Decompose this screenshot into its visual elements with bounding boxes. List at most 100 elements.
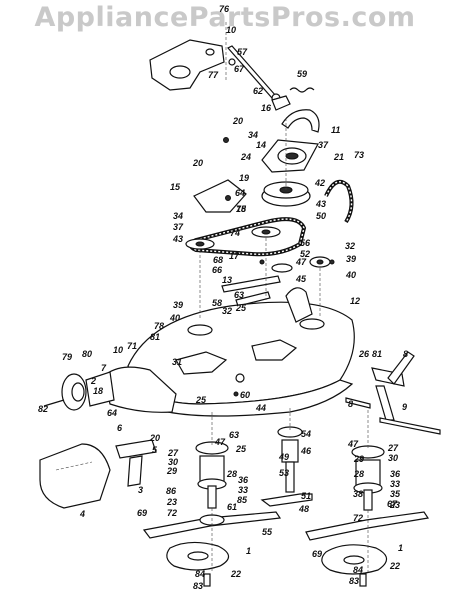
callout-53: 53 — [279, 468, 289, 478]
callout-23: 23 — [166, 497, 177, 507]
callout-60: 60 — [240, 390, 250, 400]
callout-42: 42 — [314, 178, 325, 188]
callout-81: 81 — [150, 332, 160, 342]
callout-27: 27 — [387, 443, 399, 453]
callout-82: 82 — [38, 404, 48, 414]
callout-78: 78 — [154, 321, 164, 331]
deck-hanger-right — [345, 351, 415, 421]
callout-31: 31 — [172, 357, 182, 367]
callout-40: 40 — [169, 313, 180, 323]
callout-8: 8 — [348, 399, 353, 409]
blade-right — [305, 511, 430, 541]
callout-32: 32 — [345, 241, 355, 251]
callout-14: 14 — [256, 140, 266, 150]
callout-62: 62 — [253, 86, 263, 96]
callout-74: 74 — [230, 228, 240, 238]
callout-35: 35 — [390, 489, 401, 499]
callout-55: 55 — [262, 527, 273, 537]
discharge-chute — [39, 443, 111, 509]
callout-37: 37 — [318, 140, 329, 150]
pulley-left — [185, 238, 215, 250]
callout-38: 38 — [353, 489, 363, 499]
callout-61: 61 — [227, 502, 237, 512]
callout-15: 15 — [170, 182, 181, 192]
callout-34: 34 — [248, 130, 258, 140]
callout-32: 32 — [222, 306, 232, 316]
callout-80: 80 — [82, 349, 92, 359]
callout-84: 84 — [195, 569, 205, 579]
idler-bracket — [261, 139, 319, 173]
main-belt — [189, 217, 307, 257]
callout-69: 69 — [312, 549, 322, 559]
callout-47: 47 — [214, 437, 226, 447]
callout-21: 21 — [333, 152, 344, 162]
callout-17: 17 — [229, 251, 240, 261]
callout-63: 63 — [229, 430, 239, 440]
callout-83: 83 — [349, 576, 359, 586]
callout-33: 33 — [390, 479, 400, 489]
callout-18: 18 — [93, 386, 103, 396]
callout-34: 34 — [173, 211, 183, 221]
callout-40: 40 — [345, 270, 356, 280]
callout-77: 77 — [208, 70, 219, 80]
callout-57: 57 — [237, 47, 248, 57]
callout-5: 5 — [152, 445, 158, 455]
callout-69: 69 — [137, 508, 147, 518]
callout-46: 46 — [300, 446, 312, 456]
callout-51: 51 — [301, 491, 311, 501]
callout-10: 10 — [226, 25, 236, 35]
callout-72: 72 — [167, 508, 177, 518]
callout-67: 67 — [234, 64, 245, 74]
idler-arm — [221, 275, 281, 307]
callout-23: 23 — [389, 500, 400, 510]
callout-18: 18 — [236, 204, 246, 214]
deck-front-baffle — [103, 366, 177, 413]
callout-58: 58 — [212, 298, 222, 308]
callout-83: 83 — [193, 581, 203, 591]
callout-25: 25 — [235, 303, 247, 313]
callout-29: 29 — [166, 466, 177, 476]
callout-12: 12 — [350, 296, 360, 306]
callout-71: 71 — [127, 341, 137, 351]
callout-36: 36 — [238, 475, 249, 485]
callout-44: 44 — [255, 403, 266, 413]
callout-19: 19 — [239, 173, 249, 183]
fasteners — [203, 137, 367, 587]
callout-27: 27 — [167, 448, 179, 458]
blade-cover-left — [166, 541, 230, 571]
callout-56: 56 — [300, 238, 311, 248]
pulley-center — [251, 226, 281, 238]
callout-81: 81 — [372, 349, 382, 359]
callout-79: 79 — [62, 352, 72, 362]
callout-45: 45 — [295, 274, 307, 284]
callout-20: 20 — [192, 158, 203, 168]
callout-39: 39 — [346, 254, 356, 264]
wheel-bolt-82 — [43, 399, 65, 407]
callout-28: 28 — [226, 469, 237, 479]
callout-30: 30 — [388, 453, 398, 463]
callout-72: 72 — [353, 513, 363, 523]
callout-6: 6 — [117, 423, 123, 433]
watermark-text: AppliancePartsPros.com — [34, 2, 416, 33]
callout-22: 22 — [389, 561, 400, 571]
callout-39: 39 — [173, 300, 183, 310]
callout-30: 30 — [168, 457, 178, 467]
callout-7: 7 — [101, 363, 107, 373]
spindle-left — [195, 441, 229, 509]
callout-37: 37 — [173, 222, 184, 232]
spindle-center — [277, 426, 303, 493]
callout-29: 29 — [353, 454, 364, 464]
callout-11: 11 — [331, 125, 340, 135]
chute-hinge-bracket — [115, 439, 157, 487]
callout-36: 36 — [390, 469, 401, 479]
stabilizer-rod — [379, 417, 441, 435]
callout-86: 86 — [166, 486, 177, 496]
callout-85: 85 — [237, 495, 248, 505]
callout-84: 84 — [353, 565, 363, 575]
callout-2: 2 — [90, 376, 96, 386]
callout-4: 4 — [79, 509, 85, 519]
blade-cover-right — [321, 544, 388, 575]
callout-25: 25 — [235, 444, 247, 454]
